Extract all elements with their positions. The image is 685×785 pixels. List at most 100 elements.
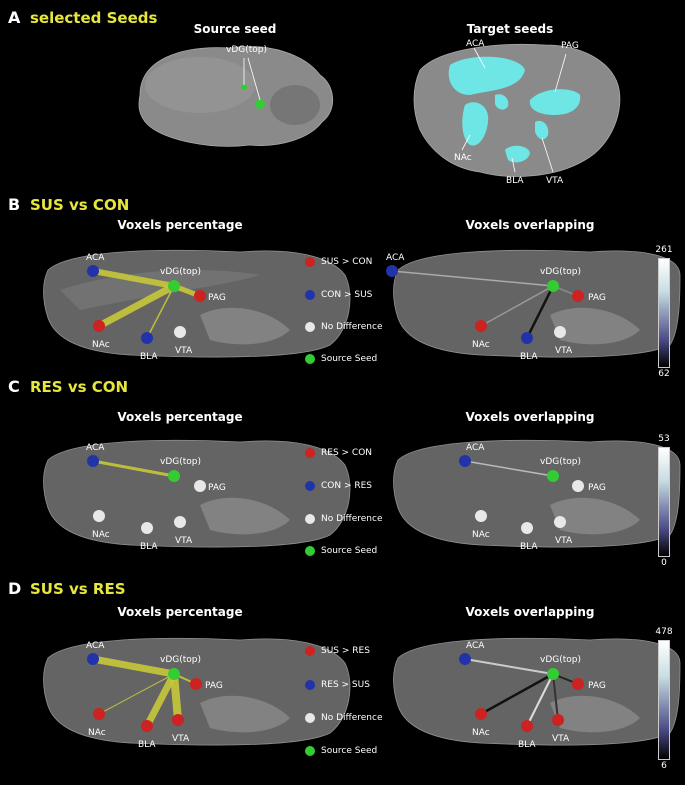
section-a-brains: vDG(top) ACA PAG NAc BLA VTA (138, 39, 621, 186)
b-right-nac-label: NAc (472, 340, 490, 350)
d-right-bla-label: BLA (518, 740, 536, 750)
c-legend-blue: CON > RES (305, 481, 372, 491)
target-brain-image (413, 43, 621, 177)
b-right-brain (386, 249, 681, 358)
c-right-brain (393, 439, 681, 548)
b-legend-red: SUS > CON (305, 257, 372, 267)
c-left-bla-label: BLA (140, 542, 158, 552)
source-seed-header: Source seed (193, 22, 277, 36)
b-left-vta-label: VTA (175, 346, 193, 356)
b-left-aca-label: ACA (86, 253, 105, 263)
target-aca-label: ACA (466, 39, 485, 49)
d-left-vdg-label: vDG(top) (160, 655, 201, 665)
c-left-pag-label: PAG (208, 483, 226, 493)
c-legend-red: RES > CON (305, 448, 372, 458)
d-right-vta-label: VTA (552, 734, 570, 744)
legend-label: No Difference (321, 322, 383, 332)
section-a-title: selected Seeds (30, 9, 158, 27)
b-legend-blue: CON > SUS (305, 290, 372, 300)
c-right-header: Voxels overlapping (465, 410, 595, 424)
d-left-brain (43, 637, 351, 746)
b-legend-green: Source Seed (305, 354, 377, 364)
d-left-header: Voxels percentage (117, 605, 243, 619)
d-right-brain (393, 637, 681, 746)
section-c-title: RES vs CON (30, 378, 129, 396)
white-dot-icon (305, 713, 315, 723)
legend-label: CON > SUS (321, 290, 373, 300)
section-b-title: SUS vs CON (30, 196, 130, 214)
b-right-header: Voxels overlapping (465, 218, 595, 232)
legend-label: SUS > RES (321, 646, 370, 656)
green-dot-icon (305, 546, 315, 556)
c-cbar-min: 0 (661, 558, 667, 568)
d-left-nac-label: NAc (88, 728, 106, 738)
legend-label: CON > RES (321, 481, 373, 491)
c-left-vdg-label: vDG(top) (160, 457, 201, 467)
legend-label: RES > CON (321, 448, 373, 458)
d-legend-red: SUS > RES (305, 646, 370, 656)
legend-label: Source Seed (321, 746, 378, 756)
section-c-letter: C (8, 377, 20, 396)
green-dot-icon (305, 746, 315, 756)
d-left-aca-label: ACA (86, 641, 105, 651)
section-b-diagrams: ACA vDG(top) PAG NAc BLA VTA ACA vDG(top… (43, 249, 681, 362)
red-dot-icon (305, 448, 315, 458)
b-right-vdg-label: vDG(top) (540, 267, 581, 277)
b-right-bla-label: BLA (520, 352, 538, 362)
red-dot-icon (305, 257, 315, 267)
source-brain-image (138, 46, 334, 147)
d-legend-green: Source Seed (305, 746, 377, 756)
section-d-diagrams: ACA vDG(top) PAG NAc BLA VTA ACA vDG(top… (43, 637, 681, 750)
section-b-letter: B (8, 195, 21, 214)
blue-dot-icon (305, 290, 315, 300)
c-right-vta-label: VTA (555, 536, 573, 546)
c-left-aca-label: ACA (86, 443, 105, 453)
c-colorbar (658, 447, 670, 557)
legend-label: SUS > CON (321, 257, 373, 267)
section-d-letter: D (8, 579, 22, 598)
c-legend-white: No Difference (305, 514, 383, 524)
legend-label: Source Seed (321, 354, 378, 364)
target-vta-label: VTA (546, 176, 564, 186)
c-right-aca-label: ACA (466, 443, 485, 453)
b-right-vta-label: VTA (555, 346, 573, 356)
b-cbar-min: 62 (658, 369, 670, 379)
b-left-pag-label: PAG (208, 293, 226, 303)
b-colorbar (658, 258, 670, 368)
target-bla-label: BLA (506, 176, 524, 186)
c-left-vta-label: VTA (175, 536, 193, 546)
d-legend-white: No Difference (305, 713, 383, 723)
c-left-nac-label: NAc (92, 530, 110, 540)
section-c-diagrams: ACA vDG(top) PAG NAc BLA VTA ACA vDG(top… (43, 439, 681, 552)
source-seed-label: vDG(top) (226, 45, 267, 55)
white-dot-icon (305, 322, 315, 332)
d-right-header: Voxels overlapping (465, 605, 595, 619)
b-left-header: Voxels percentage (117, 218, 243, 232)
target-nac-label: NAc (454, 153, 472, 163)
blue-dot-icon (305, 481, 315, 491)
red-dot-icon (305, 646, 315, 656)
c-right-vdg-label: vDG(top) (540, 457, 581, 467)
b-right-pag-label: PAG (588, 293, 606, 303)
d-right-nac-label: NAc (472, 728, 490, 738)
legend-label: No Difference (321, 514, 383, 524)
d-left-pag-label: PAG (205, 681, 223, 691)
legend-label: No Difference (321, 713, 383, 723)
c-left-brain (43, 439, 351, 548)
c-right-bla-label: BLA (520, 542, 538, 552)
blue-dot-icon (305, 680, 315, 690)
b-legend-white: No Difference (305, 322, 383, 332)
d-left-vta-label: VTA (172, 734, 190, 744)
legend-label: Source Seed (321, 546, 378, 556)
d-right-pag-label: PAG (588, 681, 606, 691)
b-cbar-max: 261 (655, 245, 673, 255)
section-d-title: SUS vs RES (30, 580, 126, 598)
c-cbar-max: 53 (658, 434, 670, 444)
b-left-vdg-label: vDG(top) (160, 267, 201, 277)
legend-label: RES > SUS (321, 680, 370, 690)
b-left-bla-label: BLA (140, 352, 158, 362)
d-colorbar (658, 640, 670, 760)
b-left-brain (43, 249, 351, 358)
c-legend-green: Source Seed (305, 546, 377, 556)
b-right-aca-label: ACA (386, 253, 405, 263)
